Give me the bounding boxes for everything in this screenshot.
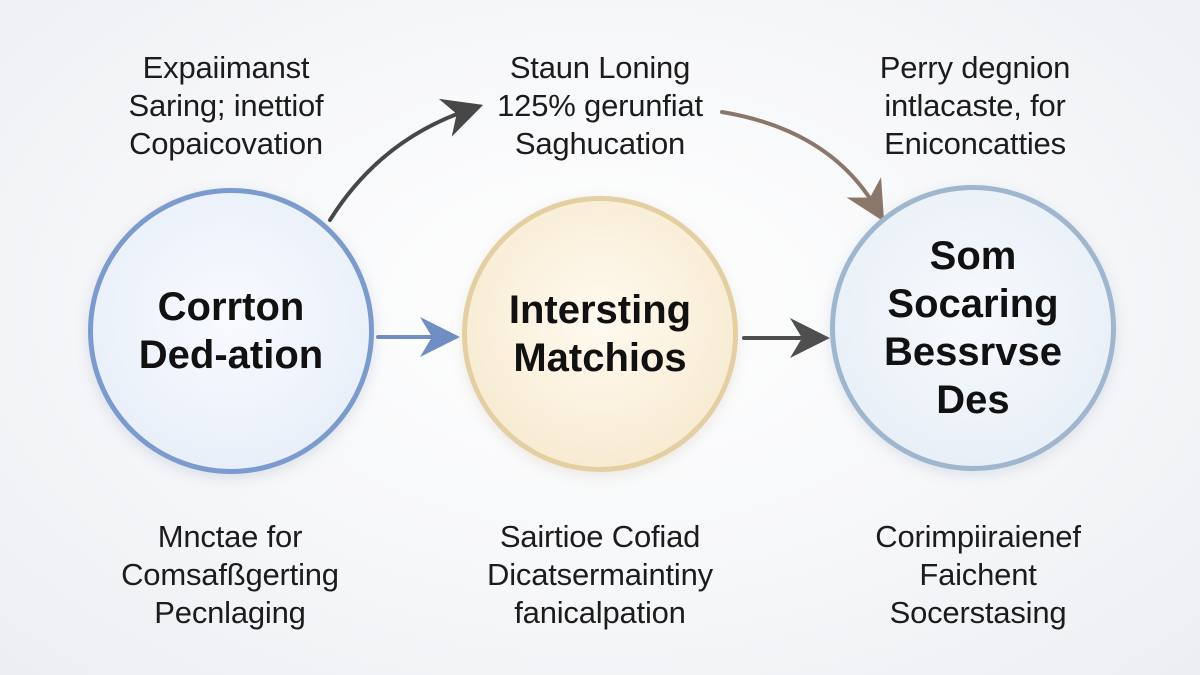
caption-line: Sairtioe Cofiad bbox=[499, 519, 701, 554]
bottom-caption-right: Corimpiiraienef Faichent Socerstasing bbox=[818, 518, 1138, 632]
caption-line: Saring; inettiof bbox=[128, 88, 324, 123]
caption-line: Pecnlaging bbox=[154, 595, 306, 630]
circle-label-line: Corrton bbox=[157, 285, 305, 329]
caption-line: fanicalpation bbox=[514, 595, 686, 630]
caption-line: Mnctae for bbox=[157, 519, 303, 554]
circle-label-line: Intersting bbox=[508, 288, 692, 332]
caption-line: Staun Loning bbox=[509, 50, 691, 85]
caption-line: Comsafßgerting bbox=[121, 557, 339, 592]
bottom-caption-left: Mnctae for Comsafßgerting Pecnlaging bbox=[70, 518, 390, 632]
arrow-top-middle-to-right bbox=[720, 110, 885, 222]
caption-line: Dicatsermaintiny bbox=[487, 557, 713, 592]
arrow-left-to-top-middle bbox=[328, 98, 484, 222]
caption-line: Corimpiiraienef bbox=[875, 519, 1081, 554]
caption-line: Faichent bbox=[919, 557, 1037, 592]
circle-label-line: Des bbox=[936, 378, 1010, 422]
caption-line: Socerstasing bbox=[889, 595, 1067, 630]
caption-line: Saghucation bbox=[514, 126, 686, 161]
top-caption-right: Perry degnion intlacaste, for Eniconcatt… bbox=[815, 49, 1135, 163]
bottom-caption-middle: Sairtioe Cofiad Dicatsermaintiny fanical… bbox=[440, 518, 760, 632]
caption-line: 125% gerunfiat bbox=[497, 88, 703, 123]
caption-line: Eniconcatties bbox=[884, 126, 1066, 161]
caption-line: Expaiimanst bbox=[142, 50, 310, 85]
caption-line: Perry degnion bbox=[879, 50, 1071, 85]
circle-right: Som Socaring Bessrvse Des bbox=[830, 185, 1116, 471]
circle-label-line: Ded-ation bbox=[138, 333, 324, 377]
circle-label-line: Som bbox=[929, 234, 1017, 278]
caption-line: intlacaste, for bbox=[884, 88, 1066, 123]
caption-line: Copaicovation bbox=[129, 126, 323, 161]
circle-label-line: Socaring bbox=[887, 282, 1059, 326]
top-caption-middle: Staun Loning 125% gerunfiat Saghucation bbox=[440, 49, 760, 163]
top-caption-left: Expaiimanst Saring; inettiof Copaicovati… bbox=[66, 49, 386, 163]
circle-middle: Intersting Matchios bbox=[462, 196, 738, 472]
circle-label-line: Bessrvse bbox=[884, 330, 1062, 374]
circle-left: Corrton Ded-ation bbox=[88, 188, 374, 474]
circle-label-line: Matchios bbox=[513, 336, 687, 380]
